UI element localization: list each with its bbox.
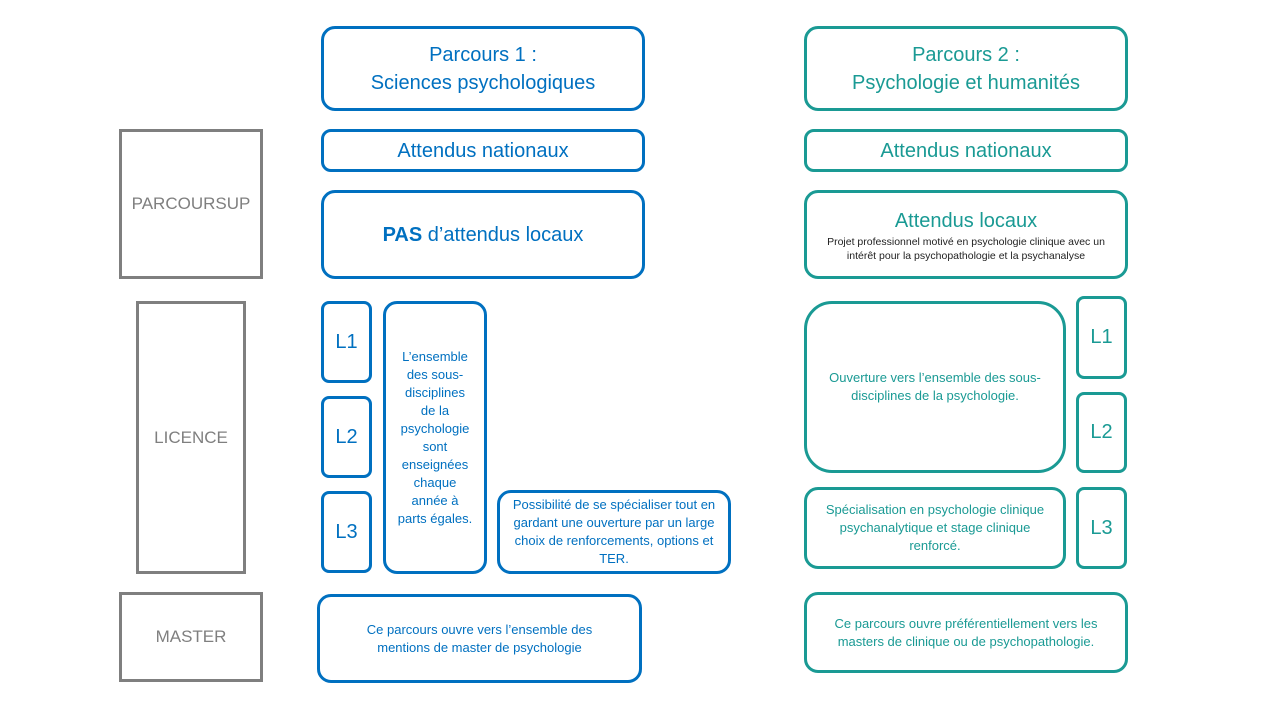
- level-label: L2: [335, 425, 358, 448]
- p1-attendus-nationaux-text: Attendus nationaux: [397, 139, 569, 162]
- p2-attendus-nationaux: Attendus nationaux: [804, 129, 1128, 172]
- p1-l3-description: Possibilité de se spécialiser tout en ga…: [497, 490, 731, 574]
- p1-title-line2: Sciences psychologiques: [370, 71, 596, 94]
- p1-master-description: Ce parcours ouvre vers l’ensemble des me…: [317, 594, 642, 683]
- p1-licence-text: L’ensemble des sous-disciplines de la ps…: [397, 348, 473, 526]
- p1-attendus-locaux-text: PAS d’attendus locaux: [383, 221, 584, 249]
- p1-master-text: Ce parcours ouvre vers l’ensemble des me…: [366, 621, 593, 655]
- p1-pas-rest: d’attendus locaux: [422, 223, 584, 246]
- p2-level-l1: L1: [1076, 296, 1127, 379]
- level-label: L1: [1090, 326, 1113, 348]
- p2-licence-description: Ouverture vers l’ensemble des sous-disci…: [804, 301, 1066, 473]
- p1-title-line1: Parcours 1 :: [429, 43, 537, 66]
- level-label: L3: [1090, 516, 1113, 539]
- p2-title-line2: Psychologie et humanités: [852, 71, 1080, 94]
- p1-attendus-nationaux: Attendus nationaux: [321, 129, 645, 172]
- p2-title-line1: Parcours 2 :: [912, 43, 1020, 66]
- p2-attendus-locaux-detail: Projet professionnel motivé en psycholog…: [827, 235, 1105, 262]
- p2-master-description: Ce parcours ouvre préférentiellement ver…: [804, 592, 1128, 673]
- p2-licence-text: Ouverture vers l’ensemble des sous-disci…: [829, 370, 1041, 403]
- p1-level-l3: L3: [321, 491, 372, 573]
- p1-attendus-locaux: PAS d’attendus locaux: [321, 190, 645, 279]
- row-label-licence: LICENCE: [136, 301, 246, 574]
- p2-attendus-locaux: Attendus locaux Projet professionnel mot…: [804, 190, 1128, 279]
- p1-level-l2: L2: [321, 396, 372, 478]
- p2-master-text: Ce parcours ouvre préférentiellement ver…: [834, 615, 1098, 649]
- p2-title: Parcours 2 : Psychologie et humanités: [804, 26, 1128, 111]
- row-label-text: LICENCE: [154, 427, 228, 447]
- level-label: L2: [1090, 421, 1113, 443]
- p1-title: Parcours 1 : Sciences psychologiques: [321, 26, 645, 111]
- p1-level-l1: L1: [321, 301, 372, 383]
- p2-attendus-locaux-title: Attendus locaux: [894, 209, 1038, 232]
- p1-l3-text: Possibilité de se spécialiser tout en ga…: [512, 497, 716, 566]
- row-label-master: MASTER: [119, 592, 263, 682]
- p2-attendus-nationaux-text: Attendus nationaux: [880, 139, 1052, 162]
- p1-pas-bold: PAS: [382, 223, 423, 246]
- p2-l3-description: Spécialisation en psychologie clinique p…: [804, 487, 1066, 569]
- row-label-parcoursup: PARCOURSUP: [119, 129, 263, 279]
- level-label: L3: [335, 520, 358, 543]
- row-label-text: MASTER: [155, 627, 227, 646]
- row-label-text: PARCOURSUP: [131, 194, 251, 213]
- p2-l3-text: Spécialisation en psychologie clinique p…: [825, 502, 1045, 553]
- p2-level-l2: L2: [1076, 392, 1127, 473]
- p1-licence-description: L’ensemble des sous-disciplines de la ps…: [383, 301, 487, 574]
- p2-level-l3: L3: [1076, 487, 1127, 569]
- level-label: L1: [335, 330, 358, 353]
